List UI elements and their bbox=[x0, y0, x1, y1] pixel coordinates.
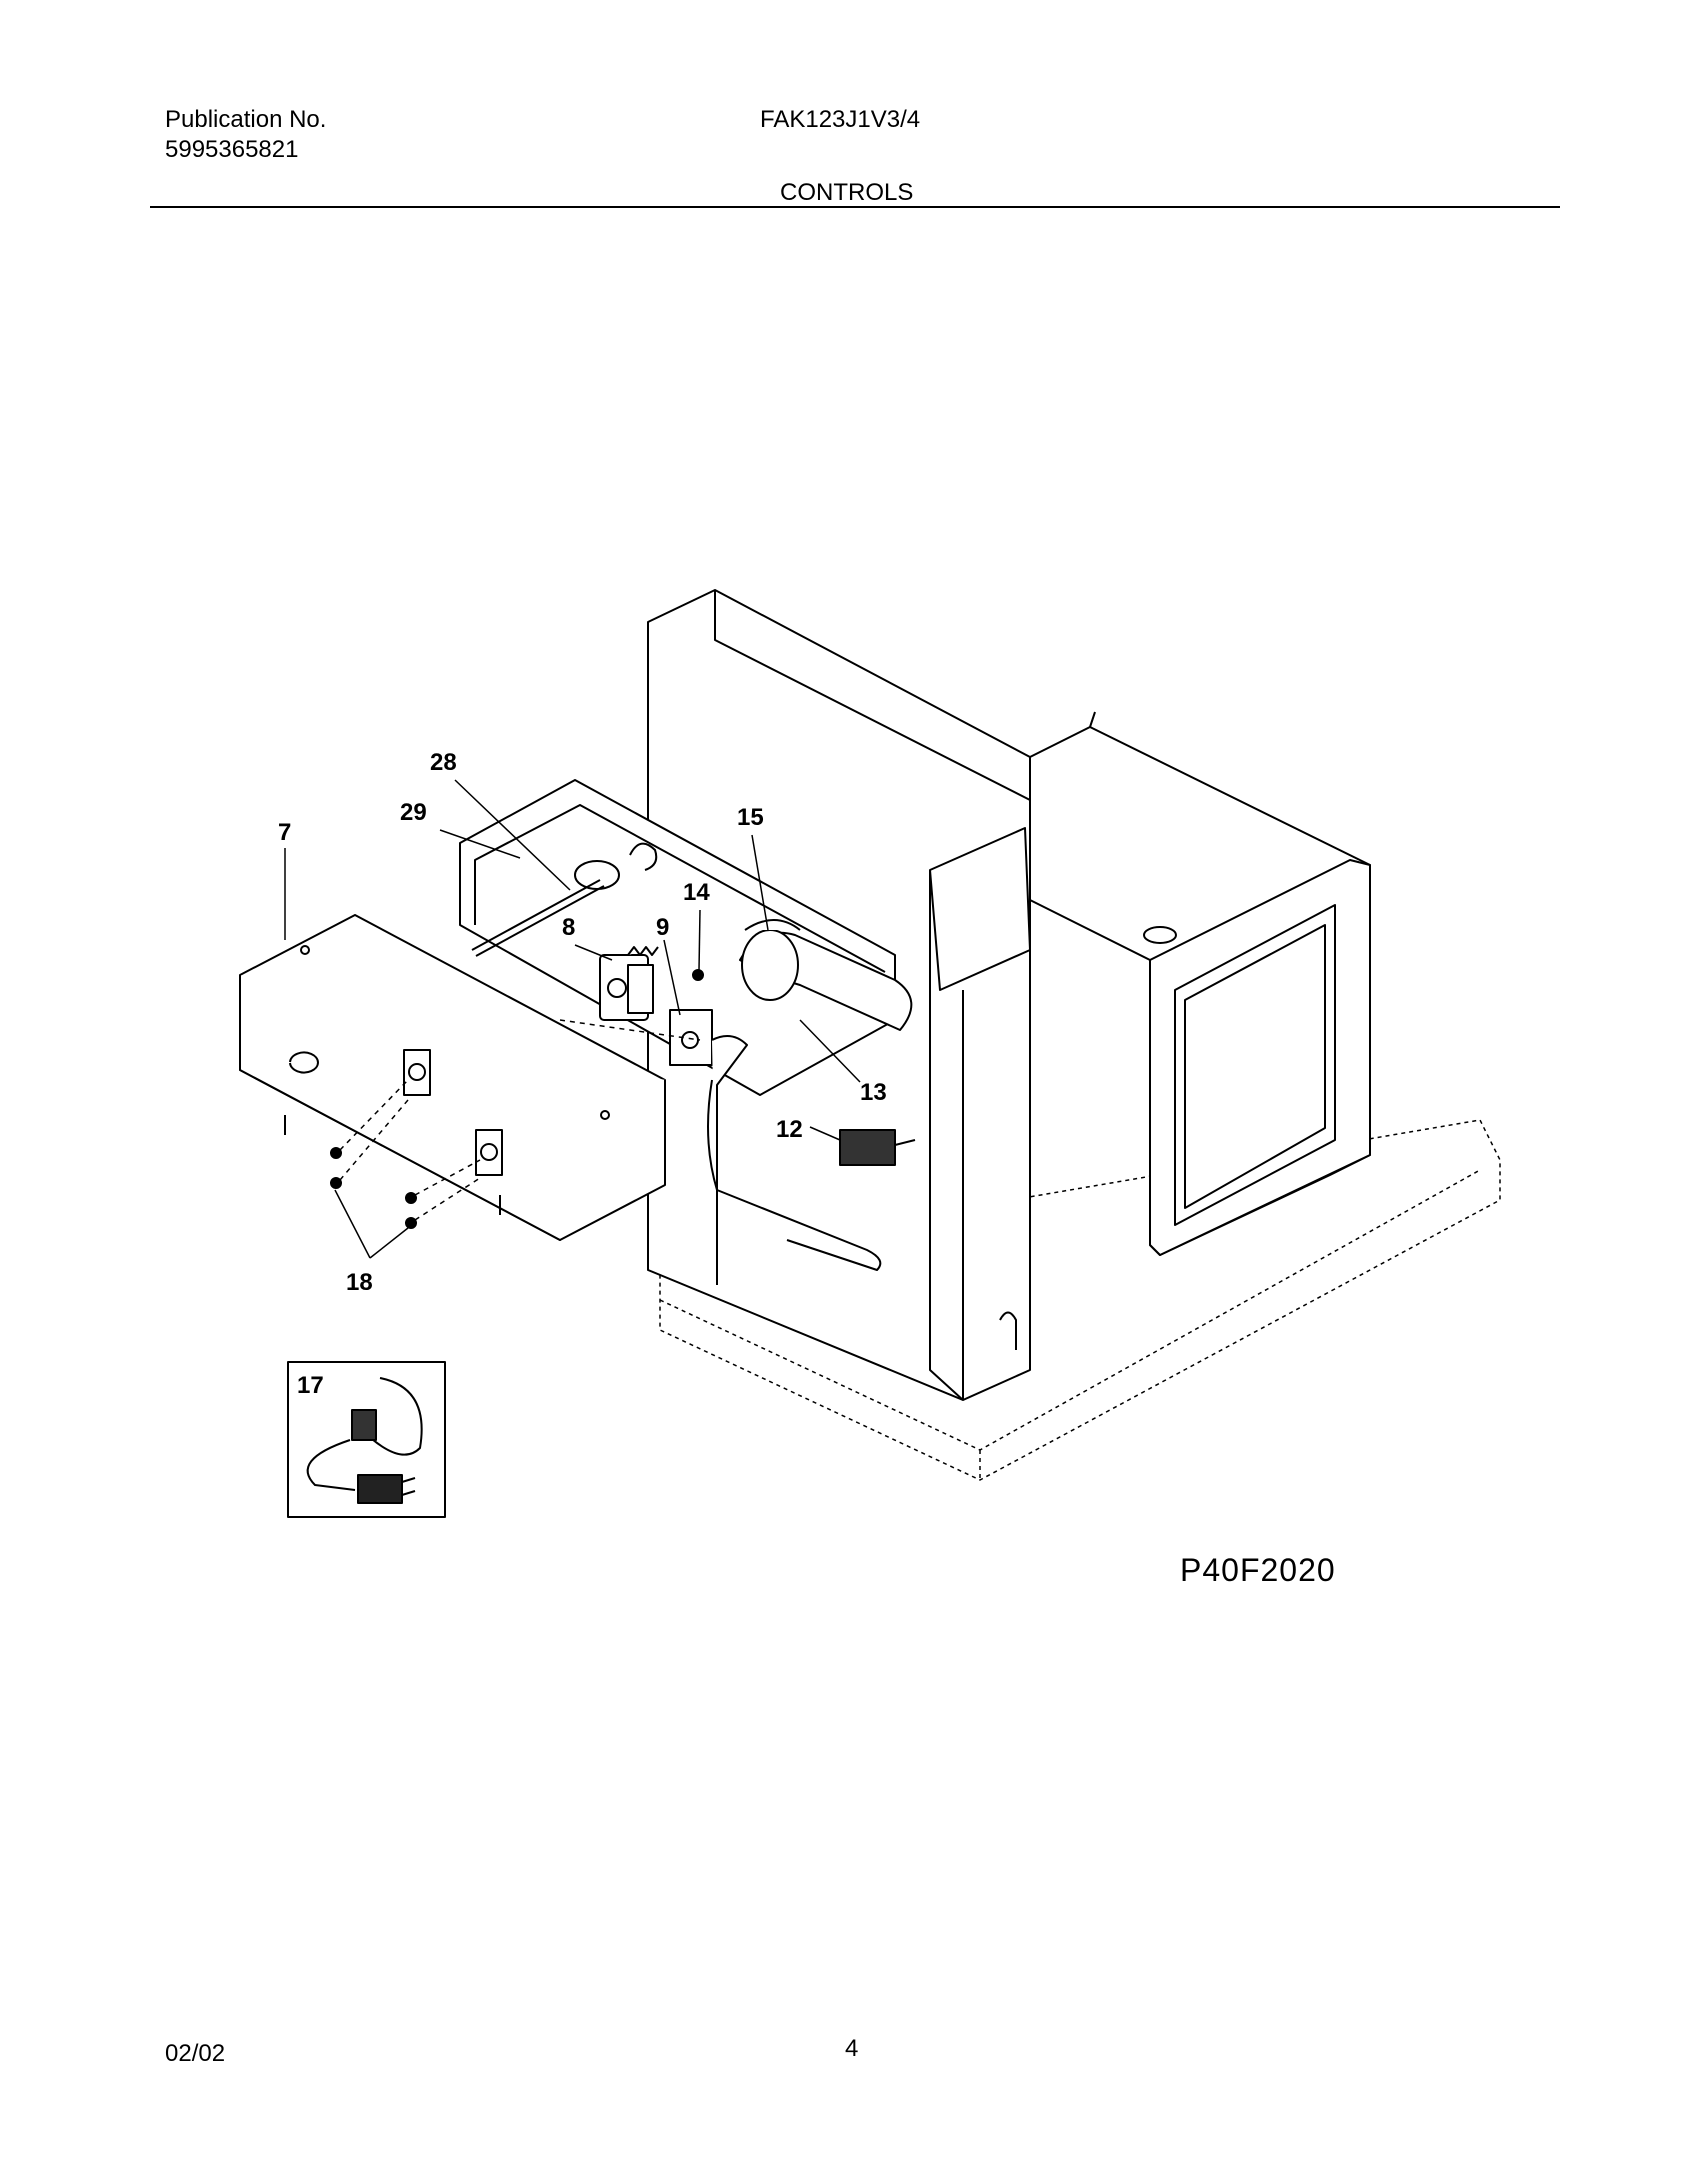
callout-15: 15 bbox=[737, 804, 764, 831]
callout-12: 12 bbox=[776, 1116, 803, 1143]
screws-18 bbox=[330, 1147, 417, 1229]
header-rule bbox=[150, 206, 1560, 208]
right-frame bbox=[1029, 711, 1371, 1256]
front-cover-7 bbox=[239, 914, 666, 1241]
section-title: CONTROLS bbox=[780, 179, 914, 206]
publication-number: 5995365821 bbox=[165, 136, 299, 163]
callout-17: 17 bbox=[297, 1372, 324, 1399]
publication-label: Publication No. bbox=[165, 106, 327, 133]
switch-8 bbox=[599, 946, 659, 1021]
page-number: 4 bbox=[845, 2035, 859, 2062]
model-number: FAK123J1V3/4 bbox=[760, 106, 921, 133]
shaft-28 bbox=[471, 860, 620, 957]
callout-18: 18 bbox=[346, 1269, 373, 1296]
figure-code: P40F2020 bbox=[1180, 1552, 1336, 1588]
leader-lines bbox=[284, 779, 861, 1259]
screw-guides-18 bbox=[339, 1019, 701, 1221]
callout-8: 8 bbox=[562, 914, 575, 941]
screw-14 bbox=[692, 969, 704, 981]
callout-28: 28 bbox=[430, 749, 457, 776]
inset-power-cord-17 bbox=[287, 1361, 446, 1518]
callout-29: 29 bbox=[400, 799, 427, 826]
callout-7: 7 bbox=[278, 819, 291, 846]
callout-13: 13 bbox=[860, 1079, 887, 1106]
base-pan bbox=[659, 1119, 1501, 1481]
capacitor-13 bbox=[739, 919, 913, 1031]
callout-9: 9 bbox=[656, 914, 669, 941]
thermostat-9 bbox=[669, 1009, 748, 1285]
sensor-12 bbox=[707, 1079, 916, 1271]
callout-14: 14 bbox=[683, 879, 710, 906]
footer-date: 02/02 bbox=[165, 2040, 226, 2067]
